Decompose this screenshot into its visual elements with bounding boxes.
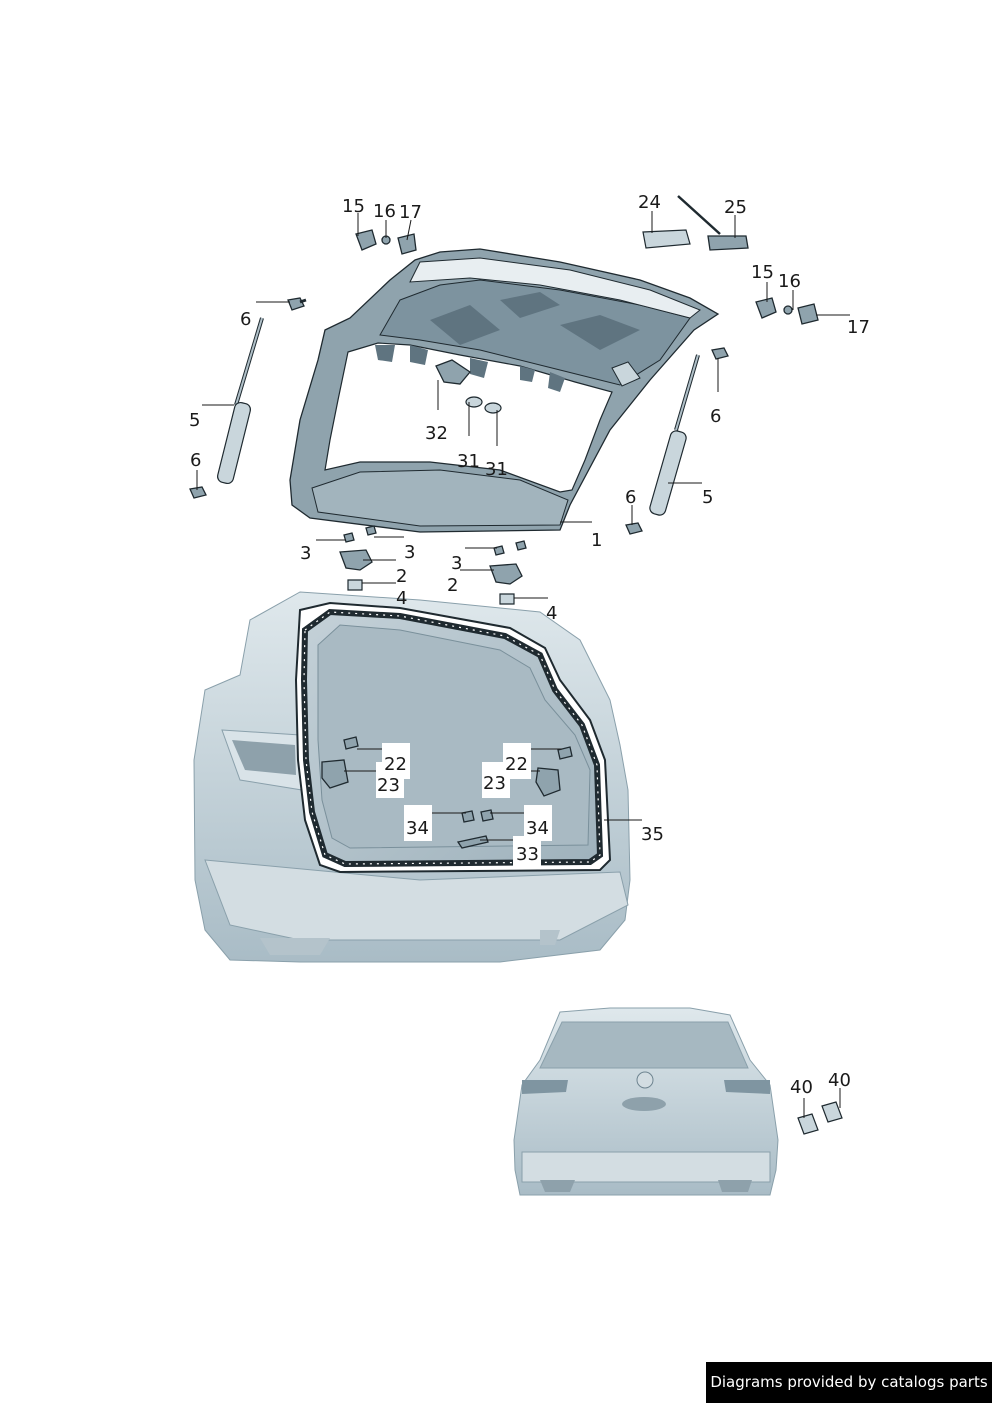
- callout-2: 2: [447, 575, 458, 596]
- callout-23: 23: [377, 775, 400, 796]
- callout-6: 6: [190, 450, 201, 471]
- callout-labels: 15 16 17 24 25 15 16 17 6 5 6 32 31 31 6…: [189, 192, 870, 1098]
- gas-strut-left: [216, 317, 264, 485]
- callout-5: 5: [189, 410, 200, 431]
- callout-6: 6: [710, 406, 721, 427]
- callout-3: 3: [404, 542, 415, 563]
- vehicle-rear-body: [193, 591, 631, 963]
- vehicle-rear-overview: [513, 1007, 779, 1196]
- callout-2: 2: [396, 566, 407, 587]
- leader-lines: [196, 211, 850, 1118]
- callout-25: 25: [724, 197, 747, 218]
- callout-40: 40: [828, 1070, 851, 1091]
- hinge-brackets: [321, 549, 561, 849]
- callout-17: 17: [399, 202, 422, 223]
- callout-22: 22: [384, 754, 407, 775]
- tailgate-panel: [289, 248, 720, 533]
- callout-34: 34: [406, 818, 429, 839]
- callout-15: 15: [751, 262, 774, 283]
- gas-strut-right: [649, 354, 700, 516]
- callout-3: 3: [451, 553, 462, 574]
- callout-16: 16: [373, 201, 396, 222]
- callout-40: 40: [790, 1077, 813, 1098]
- label-backgrounds: [376, 743, 552, 866]
- footer-credit: Diagrams provided by catalogs parts: [706, 1362, 992, 1403]
- callout-17: 17: [847, 317, 870, 338]
- callout-4: 4: [396, 588, 407, 609]
- callout-4: 4: [546, 603, 557, 624]
- callout-31: 31: [457, 451, 480, 472]
- callout-33: 33: [516, 844, 539, 865]
- callout-6: 6: [240, 309, 251, 330]
- bolts: [189, 297, 729, 823]
- callout-16: 16: [778, 271, 801, 292]
- callout-5: 5: [702, 487, 713, 508]
- callout-31: 31: [485, 459, 508, 480]
- callout-15: 15: [342, 196, 365, 217]
- callout-1: 1: [591, 530, 602, 551]
- callout-3: 3: [300, 543, 311, 564]
- top-brackets: [355, 195, 843, 1135]
- callout-24: 24: [638, 192, 661, 213]
- callout-6: 6: [625, 487, 636, 508]
- callout-35: 35: [641, 824, 664, 845]
- callout-22: 22: [505, 754, 528, 775]
- callout-23: 23: [483, 773, 506, 794]
- callout-32: 32: [425, 423, 448, 444]
- callout-34: 34: [526, 818, 549, 839]
